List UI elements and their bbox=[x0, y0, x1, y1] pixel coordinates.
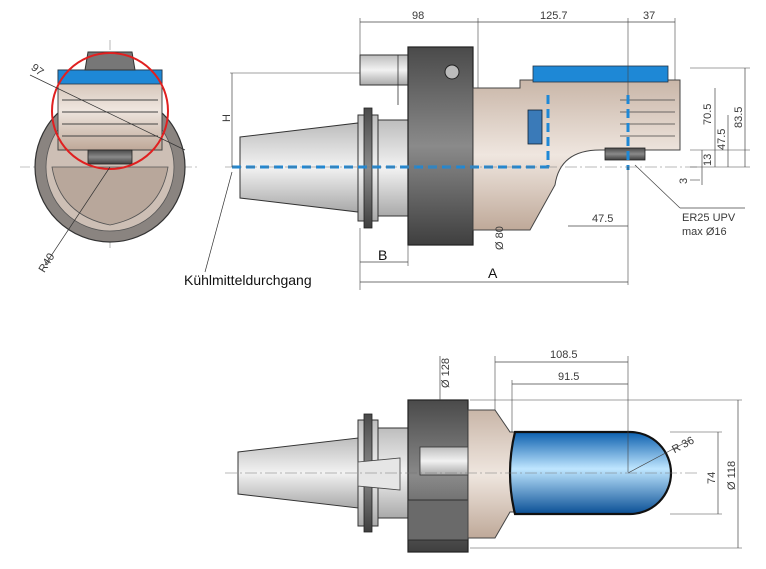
collet-label: ER25 UPV bbox=[682, 212, 736, 224]
dim-47-5-vertical: 47.5 bbox=[716, 129, 728, 150]
end-view-radius-40: R40 bbox=[37, 251, 58, 274]
dim-98: 98 bbox=[412, 10, 424, 22]
dim-dia-128: Ø 128 bbox=[440, 358, 452, 388]
collet-max-label: max Ø16 bbox=[682, 226, 727, 238]
end-view-radius-97: 97 bbox=[29, 62, 46, 79]
plan-view: 108.5 91.5 Ø 128 74 Ø 118 R 36 bbox=[225, 349, 742, 553]
dim-83-5: 83.5 bbox=[733, 107, 745, 128]
dim-37: 37 bbox=[643, 10, 655, 22]
dim-R36: R 36 bbox=[670, 435, 696, 457]
coolant-label: Kühlmitteldurchgang bbox=[184, 272, 312, 288]
dim-74: 74 bbox=[706, 472, 718, 484]
dim-13: 13 bbox=[702, 154, 714, 166]
dim-47-5-horizontal: 47.5 bbox=[592, 213, 613, 225]
dim-dia-80: Ø 80 bbox=[494, 226, 506, 250]
dim-B: B bbox=[378, 247, 387, 263]
end-view: 97 R40 bbox=[20, 40, 200, 275]
dim-70-5: 70.5 bbox=[702, 104, 714, 125]
side-view: 98 125.7 37 70.5 83.5 47.5 13 3 47.5 ER2… bbox=[184, 10, 750, 290]
dim-A: A bbox=[488, 265, 498, 281]
dim-91-5: 91.5 bbox=[558, 371, 579, 383]
dim-dia-118: Ø 118 bbox=[726, 461, 738, 490]
dim-3: 3 bbox=[678, 178, 690, 184]
dim-108-5: 108.5 bbox=[550, 349, 578, 361]
dim-125-7: 125.7 bbox=[540, 10, 568, 22]
dim-H: H bbox=[221, 114, 233, 122]
